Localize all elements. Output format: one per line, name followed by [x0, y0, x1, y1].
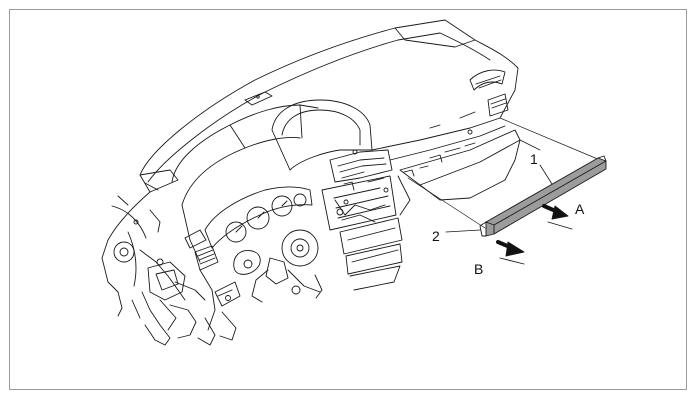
callout-leaders — [445, 164, 553, 233]
arrow-b — [496, 240, 525, 265]
steering-column — [233, 229, 321, 303]
dashboard-top-cover — [139, 19, 519, 183]
glove-box — [397, 129, 521, 216]
center-lower — [314, 199, 386, 299]
reference-lines — [407, 117, 601, 229]
passenger-upper — [371, 69, 516, 161]
left-air-vent — [184, 229, 219, 271]
callout-part-1: 1 — [530, 151, 538, 167]
center-stack — [321, 175, 403, 291]
callout-arrow-b: B — [474, 261, 483, 277]
lower-left-panel — [197, 269, 241, 346]
instrument-cluster — [204, 186, 313, 249]
dashboard-left-end — [101, 169, 206, 346]
arrow-a — [542, 204, 573, 230]
center-vents — [271, 99, 393, 183]
cluster-hood — [171, 104, 319, 263]
callout-arrow-a: A — [575, 201, 585, 217]
trim-strip — [479, 155, 607, 237]
callout-part-2: 2 — [432, 228, 440, 244]
